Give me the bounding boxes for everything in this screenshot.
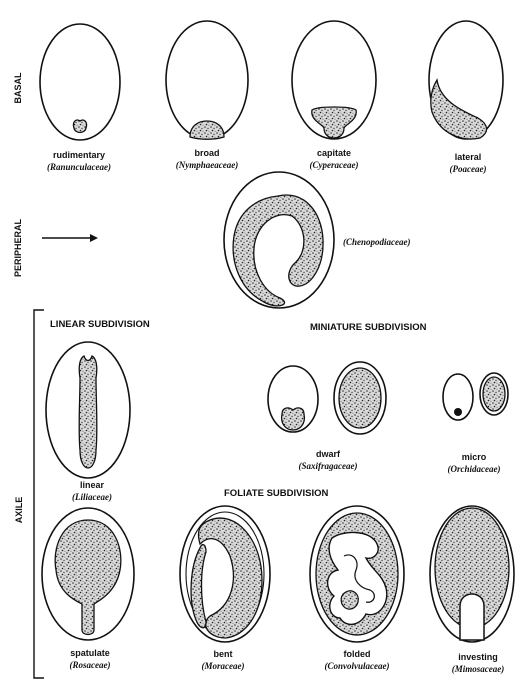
miniature-micro-seed-small (443, 374, 473, 420)
linear-liliaceae-seed (46, 342, 130, 478)
foliate-type-name: bent (214, 649, 233, 659)
basal-capitate-seed (292, 21, 376, 139)
basal-type-family: (Cyperaceae) (310, 160, 359, 170)
miniature-type-name: micro (462, 452, 487, 462)
peripheral-chenopodiaceae-seed (224, 172, 334, 308)
foliate-type-family: (Convolvulaceae) (325, 661, 390, 671)
linear-subdivision-heading: LINEAR SUBDIVISION (50, 319, 150, 330)
category-basal-label: BASAL (13, 72, 23, 104)
basal-broad-seed (166, 21, 248, 139)
peripheral-family: (Chenopodiaceae) (343, 237, 411, 247)
miniature-type-name: dwarf (316, 449, 341, 459)
foliate-type-family: (Rosaceae) (70, 660, 111, 670)
foliate-type-name: folded (344, 649, 371, 659)
foliate-bent-seed (180, 506, 270, 642)
miniature-dwarf-seed-small (268, 366, 318, 432)
category-peripheral-label: PERIPHERAL (13, 218, 23, 277)
linear-type-family: (Liliaceae) (72, 492, 112, 502)
miniature-subdivision-heading: MINIATURE SUBDIVISION (310, 322, 427, 333)
peripheral-arrow-head (90, 234, 98, 242)
basal-type-name: rudimentary (53, 150, 105, 160)
basal-type-family: (Ranunculaceae) (47, 162, 111, 172)
foliate-type-family: (Mimosaceae) (452, 664, 504, 674)
basal-type-family: (Poaceae) (450, 164, 487, 174)
foliate-type-name: spatulate (70, 648, 110, 658)
category-axile-label: AXILE (14, 497, 24, 524)
foliate-type-family: (Moraceae) (202, 661, 245, 671)
foliate-spatulate-seed (42, 508, 134, 640)
axile-bracket (34, 310, 44, 678)
miniature-type-family: (Saxifragaceae) (299, 461, 358, 471)
basal-rudimentary-seed (40, 24, 120, 140)
miniature-dwarf-seed-large (334, 362, 386, 434)
miniature-micro-seed-large (480, 373, 508, 415)
foliate-type-name: investing (458, 652, 498, 662)
basal-type-name: capitate (317, 148, 351, 158)
foliate-investing-seed (430, 506, 514, 642)
basal-type-family: (Nymphaeaceae) (176, 160, 238, 170)
linear-type-name: linear (80, 480, 105, 490)
foliate-subdivision-heading: FOLIATE SUBDIVISION (224, 488, 328, 499)
basal-type-name: broad (194, 148, 219, 158)
basal-lateral-seed (429, 21, 503, 139)
miniature-type-family: (Orchidaceae) (448, 464, 501, 474)
foliate-folded-seed (310, 506, 404, 642)
basal-type-name: lateral (455, 152, 482, 162)
